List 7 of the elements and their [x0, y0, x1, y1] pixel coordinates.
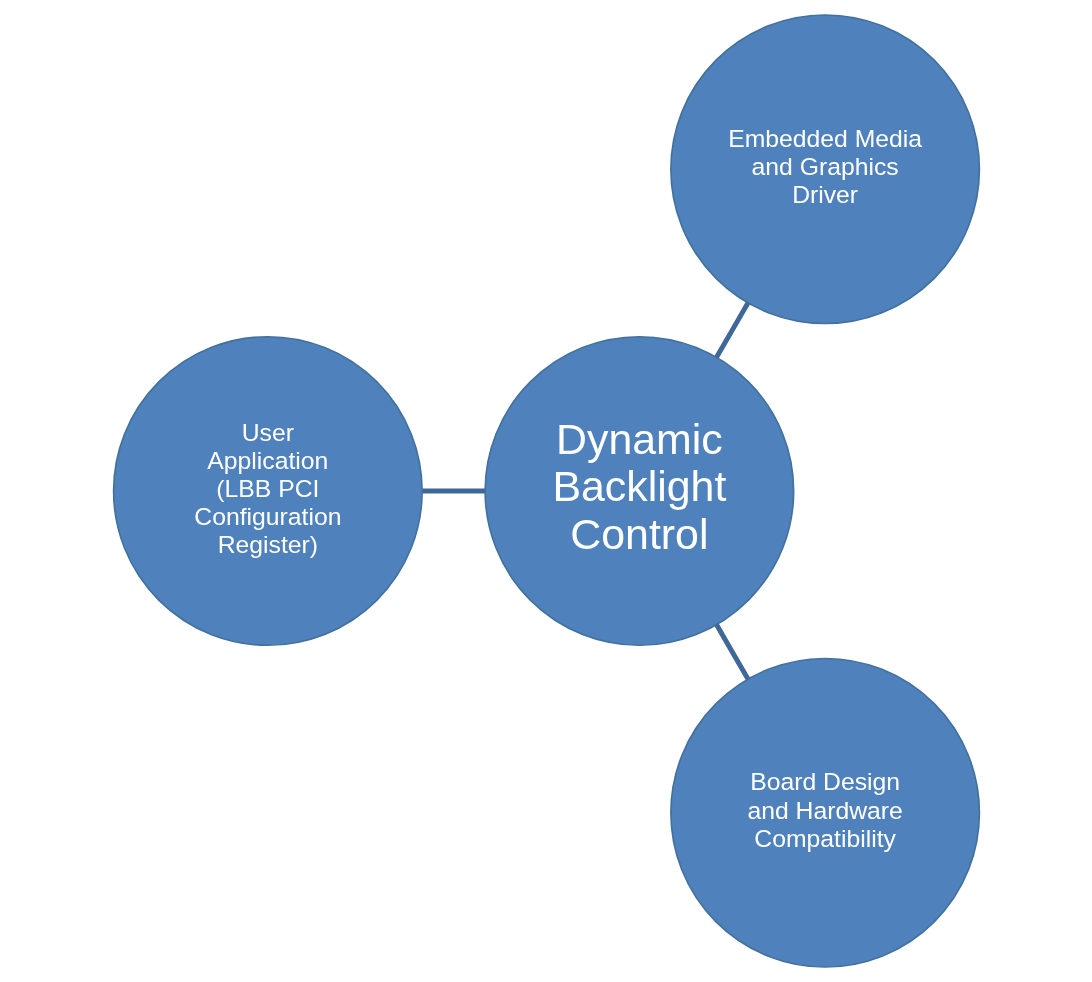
- connector: [421, 488, 485, 494]
- node-circle: Board Design and Hardware Compatibility: [669, 657, 980, 968]
- connector: [713, 301, 750, 359]
- connector: [713, 623, 750, 681]
- node-circle: Embedded Media and Graphics Driver: [669, 14, 980, 325]
- node-circle: User Application (LBB PCI Configuration Register): [112, 335, 423, 647]
- node-circle: Dynamic Backlight Control: [483, 335, 794, 647]
